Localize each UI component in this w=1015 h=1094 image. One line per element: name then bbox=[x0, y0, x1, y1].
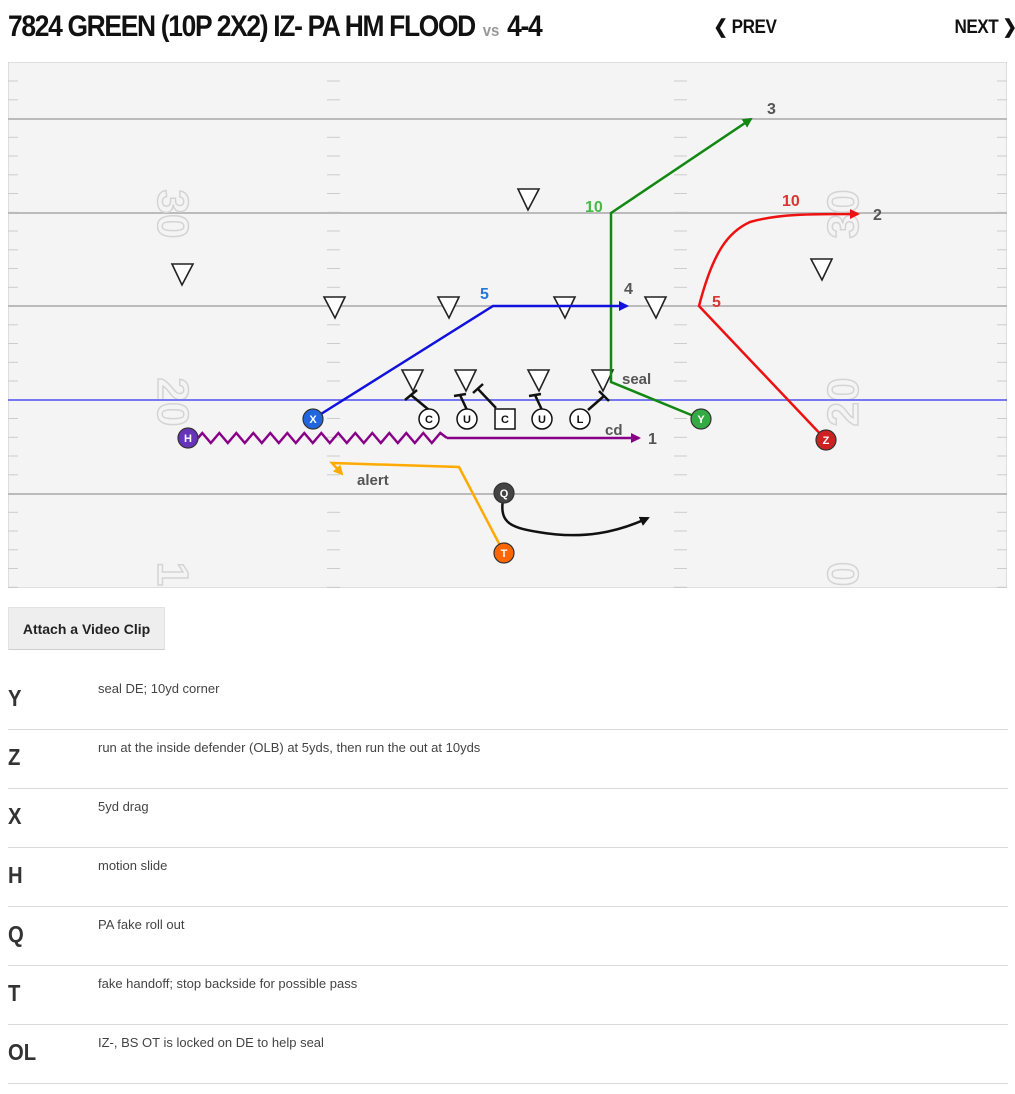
z-target-label: 2 bbox=[873, 207, 882, 224]
z-route bbox=[697, 209, 860, 441]
player-q-label: Q bbox=[500, 488, 509, 500]
ol-player bbox=[418, 408, 440, 430]
y-depth-label: 10 bbox=[585, 199, 603, 216]
yard-number: 20 bbox=[819, 378, 868, 427]
assignment-position: OL bbox=[8, 1039, 37, 1065]
q-route bbox=[501, 493, 650, 537]
t-route bbox=[329, 461, 506, 554]
player-t bbox=[493, 542, 515, 564]
ol-label: U bbox=[463, 414, 471, 426]
assignment-description: PA fake roll out bbox=[98, 917, 185, 932]
assignment-position: Z bbox=[8, 744, 21, 770]
assignment-row: X 5yd drag bbox=[8, 789, 1008, 848]
y-target-label: 3 bbox=[767, 101, 776, 118]
defender-triangle bbox=[552, 296, 577, 320]
assignment-description: run at the inside defender (OLB) at 5yds… bbox=[98, 740, 481, 755]
play-diagram: 30 20 1 30 20 0 10 3 bbox=[8, 62, 1007, 588]
play-title: 7824 GREEN (10P 2X2) IZ- PA HM FLOOD vs … bbox=[8, 10, 543, 44]
defender-triangle bbox=[436, 296, 461, 320]
player-y-label: Y bbox=[697, 414, 705, 426]
player-t-label: T bbox=[501, 548, 508, 560]
next-label: NEXT bbox=[954, 17, 999, 38]
next-button[interactable]: NEXT ❯ bbox=[954, 16, 1015, 39]
player-h bbox=[177, 427, 199, 449]
defender-triangle bbox=[400, 369, 425, 393]
assignment-position: T bbox=[8, 980, 21, 1006]
y-route bbox=[609, 117, 753, 421]
yard-number: 0 bbox=[819, 562, 868, 586]
ol-blocks bbox=[404, 383, 610, 411]
assignment-description: motion slide bbox=[98, 858, 168, 873]
field-background bbox=[8, 62, 1007, 588]
vs-label: vs bbox=[482, 21, 500, 40]
yard-number: 30 bbox=[148, 190, 197, 239]
x-target-label: 4 bbox=[624, 281, 633, 298]
ol-player bbox=[456, 408, 478, 430]
assignment-position: Q bbox=[8, 921, 24, 947]
defender-triangle bbox=[516, 188, 541, 212]
h-label: cd bbox=[605, 422, 623, 439]
yard-number: 1 bbox=[148, 562, 197, 586]
h-motion-route bbox=[197, 431, 448, 445]
assignment-position: Y bbox=[8, 685, 22, 711]
player-q bbox=[493, 482, 515, 504]
prev-label: PREV bbox=[731, 17, 777, 38]
defender-triangle bbox=[809, 258, 834, 282]
ol-player bbox=[531, 408, 553, 430]
defender-triangle bbox=[643, 296, 668, 320]
z-depth-label: 10 bbox=[782, 193, 800, 210]
attach-video-button[interactable]: Attach a Video Clip bbox=[8, 607, 165, 650]
prev-button[interactable]: ❮ PREV bbox=[713, 16, 776, 39]
ol-label: U bbox=[538, 414, 546, 426]
assignment-description: seal DE; 10yd corner bbox=[98, 681, 220, 696]
player-z-label: Z bbox=[823, 435, 830, 447]
y-block-label: seal bbox=[622, 371, 651, 388]
assignment-description: fake handoff; stop backside for possible… bbox=[98, 976, 358, 991]
player-z bbox=[815, 429, 837, 451]
chevron-left-icon: ❮ bbox=[713, 17, 728, 38]
assignment-row: OL IZ-, BS OT is locked on DE to help sea… bbox=[8, 1025, 1008, 1084]
t-label: alert bbox=[357, 472, 389, 489]
ol-label: L bbox=[577, 414, 584, 426]
x-depth-label: 5 bbox=[480, 286, 489, 303]
center-player bbox=[494, 408, 516, 430]
ol-player bbox=[569, 408, 591, 430]
defender-triangle bbox=[170, 263, 195, 287]
play-name: 7824 GREEN (10P 2X2) IZ- PA HM FLOOD bbox=[8, 10, 476, 43]
defender-triangle bbox=[590, 369, 615, 393]
assignment-row: Q PA fake roll out bbox=[8, 907, 1008, 966]
defense bbox=[170, 188, 834, 393]
defender-triangle bbox=[453, 369, 478, 393]
defender-triangle bbox=[526, 369, 551, 393]
yard-numbers: 30 20 1 30 20 0 bbox=[147, 189, 869, 587]
assignment-position: X bbox=[8, 803, 22, 829]
x-route bbox=[312, 301, 629, 421]
yard-number: 20 bbox=[148, 378, 197, 427]
assignment-position: H bbox=[8, 862, 23, 888]
ol-label: C bbox=[425, 414, 433, 426]
h-target-label: 1 bbox=[648, 431, 657, 448]
player-y bbox=[690, 408, 712, 430]
assignment-description: IZ-, BS OT is locked on DE to help seal bbox=[98, 1035, 324, 1050]
player-x bbox=[302, 408, 324, 430]
chevron-right-icon: ❯ bbox=[1003, 17, 1015, 38]
header: 7824 GREEN (10P 2X2) IZ- PA HM FLOOD vs … bbox=[0, 0, 1015, 62]
defender-triangle bbox=[322, 296, 347, 320]
assignment-description: 5yd drag bbox=[98, 799, 149, 814]
z-break-label: 5 bbox=[712, 294, 721, 311]
hash-marks bbox=[8, 80, 1007, 588]
ol-label: C bbox=[501, 414, 509, 426]
defense-name: 4-4 bbox=[507, 10, 543, 43]
player-x-label: X bbox=[309, 414, 317, 426]
player-h-label: H bbox=[184, 433, 192, 445]
